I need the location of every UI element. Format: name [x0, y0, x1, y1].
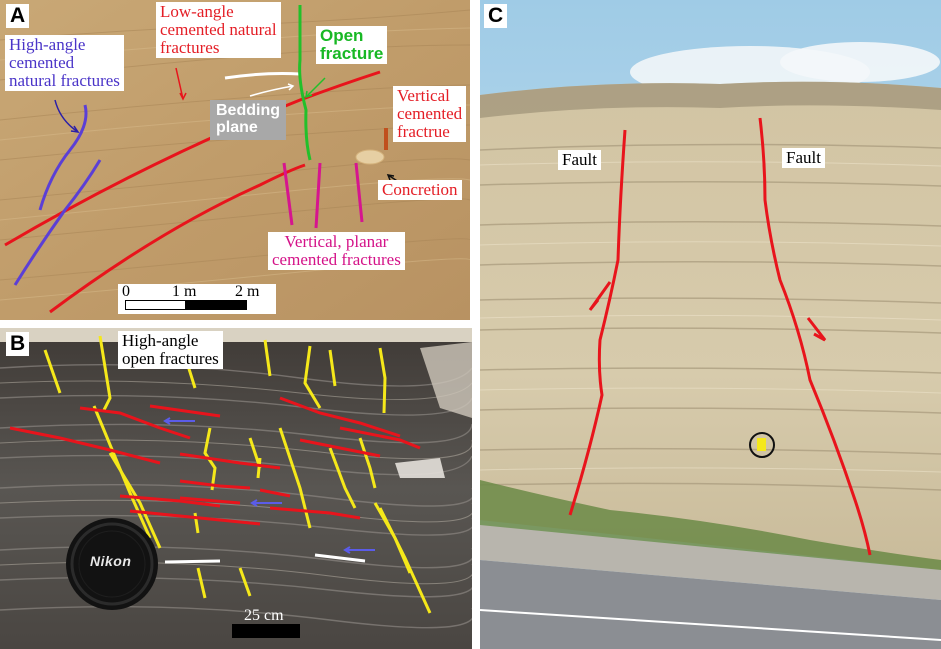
- panel-b-letter: B: [6, 332, 30, 356]
- open-fracture-line: [298, 5, 312, 161]
- scale-b-label: 25 cm: [244, 607, 284, 624]
- yellow-fractures: [43, 335, 432, 614]
- scale-a-one: 1 m: [172, 283, 197, 300]
- fault-arrow-left: [588, 281, 612, 311]
- label-high-angle-fractures: High-angle cemented natural fractures: [5, 35, 124, 91]
- fault-line-left: [568, 129, 627, 516]
- panel-c-letter: C: [484, 4, 508, 28]
- panel-c-photo: [480, 0, 941, 649]
- label-fault-right: Fault: [782, 148, 825, 168]
- high-angle-fracture-1: [38, 104, 88, 211]
- panel-b-photo: [0, 328, 472, 649]
- label-fault-left: Fault: [558, 150, 601, 170]
- panel-c: C Fault Fault: [480, 0, 941, 649]
- scale-object-circle: [749, 432, 775, 458]
- scale-bar-a-black: [185, 300, 247, 310]
- lens-cap-brand: Nikon: [90, 553, 132, 569]
- low-angle-fracture-2: [49, 163, 306, 314]
- concretion: [355, 149, 385, 165]
- panel-a: A Low-angle cemented natural fractures H…: [0, 0, 470, 320]
- lens-cap: [66, 518, 158, 610]
- label-low-angle-fractures: Low-angle cemented natural fractures: [156, 2, 281, 58]
- bedding-plane-line: [224, 72, 301, 80]
- label-concretion: Concretion: [378, 180, 462, 200]
- scale-bar-b-bar: [232, 624, 300, 638]
- red-fractures: [9, 396, 421, 526]
- label-bedding-plane: Bedding plane: [210, 100, 286, 140]
- label-vertical-cemented: Vertical cemented fractrue: [393, 86, 467, 142]
- scale-a-two: 2 m: [235, 283, 260, 300]
- vertical-planar-fracture-2: [314, 162, 322, 229]
- high-angle-fracture-2: [13, 159, 102, 286]
- vertical-planar-fracture-3: [354, 162, 364, 223]
- scale-a-zero: 0: [122, 283, 130, 300]
- label-vertical-planar: Vertical, planar cemented fractures: [268, 232, 405, 270]
- vertical-planar-fracture-1: [282, 162, 294, 226]
- scale-bar-a-white: [125, 300, 187, 310]
- label-open-fracture: Open fracture: [316, 26, 388, 64]
- label-high-angle-open-fractures: High-angle open fractures: [118, 331, 223, 369]
- fault-arrow-right: [806, 317, 827, 342]
- scale-object-marker: [757, 438, 766, 451]
- panel-a-letter: A: [6, 4, 30, 28]
- panel-b: B High-angle open fractures Nikon 25 cm: [0, 328, 472, 649]
- fault-line-right: [758, 117, 872, 556]
